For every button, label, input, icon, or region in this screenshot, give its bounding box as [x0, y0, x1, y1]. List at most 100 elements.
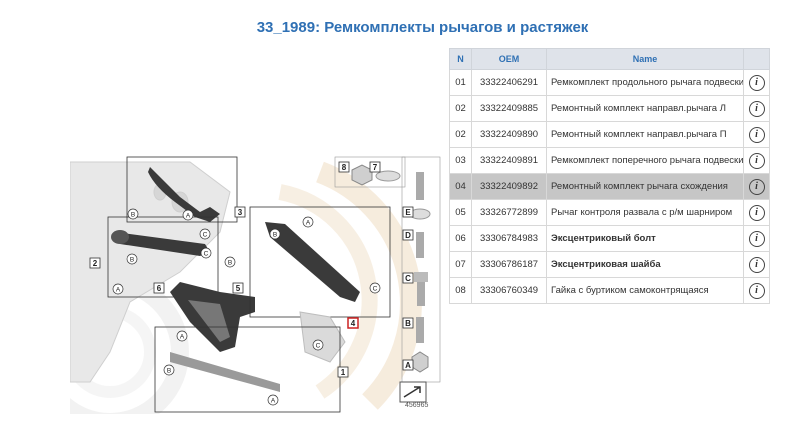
svg-text:A: A: [405, 361, 411, 370]
control-arm-2[interactable]: [107, 216, 219, 298]
row-number: 02: [449, 95, 472, 122]
column-header-n: N: [449, 48, 472, 70]
part-name: Ремкомплект поперечного рычага подвески: [546, 147, 744, 174]
part-name: Эксцентриковая шайба: [546, 251, 744, 278]
point-label: A: [176, 330, 188, 342]
info-cell: i: [743, 277, 770, 304]
point-label: B: [269, 228, 281, 240]
part-name: Ремонтный комплект направл.рычага П: [546, 121, 744, 148]
svg-text:C: C: [204, 251, 209, 258]
svg-text:7: 7: [373, 163, 378, 172]
svg-text:B: B: [130, 257, 134, 264]
info-cell: i: [743, 251, 770, 278]
info-circle-icon[interactable]: i: [748, 100, 765, 117]
svg-text:C: C: [316, 343, 321, 350]
callout-label[interactable]: A: [402, 359, 414, 371]
svg-text:C: C: [373, 286, 378, 293]
callout-label[interactable]: 4: [347, 317, 359, 329]
column-header-name: Name: [546, 48, 744, 70]
svg-text:B: B: [228, 260, 232, 267]
svg-text:B: B: [273, 232, 277, 239]
row-number: 04: [449, 173, 472, 200]
oem-number: 33322406291: [471, 69, 547, 96]
info-circle-icon[interactable]: i: [748, 230, 765, 247]
info-circle-icon[interactable]: i: [748, 74, 765, 91]
row-number: 05: [449, 199, 472, 226]
info-circle-icon[interactable]: i: [748, 152, 765, 169]
svg-text:A: A: [271, 398, 276, 405]
callout-label[interactable]: D: [402, 229, 414, 241]
point-label: B: [224, 256, 236, 268]
callout-label[interactable]: 1: [337, 366, 349, 378]
callout-label[interactable]: E: [402, 206, 414, 218]
oem-number: 33306786187: [471, 251, 547, 278]
diagram-reference-number: 456965: [405, 402, 429, 409]
oem-number: 33306784983: [471, 225, 547, 252]
table-header-row: N OEM Name: [449, 48, 770, 70]
info-circle-icon[interactable]: i: [748, 126, 765, 143]
svg-text:4: 4: [351, 319, 356, 328]
svg-text:C: C: [203, 232, 208, 239]
point-label: A: [182, 209, 194, 221]
callout-label[interactable]: 8: [338, 161, 350, 173]
point-label: C: [312, 339, 324, 351]
callout-label[interactable]: 5: [232, 282, 244, 294]
svg-text:A: A: [116, 287, 121, 294]
hardware-column: [334, 156, 441, 403]
svg-text:3: 3: [238, 208, 243, 217]
svg-text:1: 1: [341, 368, 346, 377]
control-arm-5[interactable]: [170, 282, 255, 352]
column-header-oem: OEM: [471, 48, 547, 70]
row-number: 01: [449, 69, 472, 96]
row-number: 08: [449, 277, 472, 304]
info-circle-icon[interactable]: i: [748, 256, 765, 273]
svg-text:6: 6: [157, 284, 162, 293]
callout-label[interactable]: 6: [153, 282, 165, 294]
svg-text:C: C: [405, 274, 411, 283]
callout-label[interactable]: C: [402, 272, 414, 284]
row-number: 03: [449, 147, 472, 174]
svg-text:E: E: [405, 208, 411, 217]
svg-text:B: B: [167, 368, 171, 375]
oem-number: 33322409890: [471, 121, 547, 148]
control-arm-3[interactable]: [126, 156, 238, 223]
oem-number: 33322409885: [471, 95, 547, 122]
svg-text:2: 2: [93, 259, 98, 268]
svg-text:5: 5: [236, 284, 241, 293]
oem-number: 33326772899: [471, 199, 547, 226]
point-label: B: [163, 364, 175, 376]
info-circle-icon[interactable]: i: [748, 204, 765, 221]
oem-number: 33306760349: [471, 277, 547, 304]
page-title: 33_1989: Ремкомплекты рычагов и растяжек: [256, 19, 589, 36]
point-label: B: [127, 208, 139, 220]
part-name: Гайка с буртиком самоконтрящаяся: [546, 277, 744, 304]
callout-label[interactable]: B: [402, 317, 414, 329]
svg-text:A: A: [306, 220, 311, 227]
row-number: 02: [449, 121, 472, 148]
point-label: A: [267, 394, 279, 406]
part-name: Ремонтный комплект рычага схождения: [546, 173, 744, 200]
svg-text:D: D: [405, 231, 411, 240]
row-number: 07: [449, 251, 472, 278]
oem-number: 33322409891: [471, 147, 547, 174]
point-label: C: [199, 228, 211, 240]
callout-label[interactable]: 2: [89, 257, 101, 269]
info-circle-icon[interactable]: i: [748, 282, 765, 299]
info-circle-icon[interactable]: i: [748, 178, 765, 195]
svg-text:8: 8: [342, 163, 347, 172]
oem-number: 33322409892: [471, 173, 547, 200]
callout-label[interactable]: 3: [234, 206, 246, 218]
info-cell: i: [743, 173, 770, 200]
callout-label[interactable]: 7: [369, 161, 381, 173]
